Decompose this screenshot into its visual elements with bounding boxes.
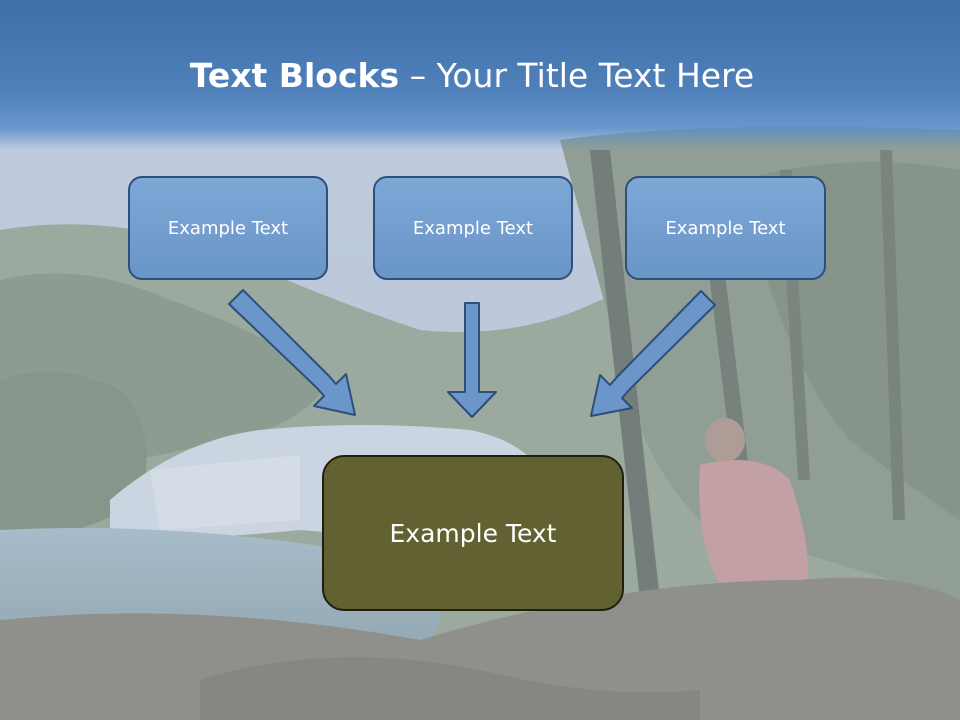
slide-title: Text Blocks – Your Title Text Here (0, 54, 944, 98)
text-block-2-label: Example Text (412, 217, 534, 239)
title-bold-text: Text Blocks (189, 56, 400, 95)
text-block-1-label: Example Text (167, 217, 289, 239)
main-text-block[interactable]: Example Text (322, 455, 624, 611)
title-dash: – (399, 56, 437, 95)
main-text-block-label: Example Text (389, 518, 557, 548)
text-block-3[interactable]: Example Text (625, 176, 826, 280)
text-block-2[interactable]: Example Text (373, 176, 573, 280)
title-rest-text: Your Title Text Here (436, 56, 755, 95)
title-band (0, 0, 960, 150)
text-block-1[interactable]: Example Text (128, 176, 328, 280)
text-block-3-label: Example Text (665, 217, 786, 239)
